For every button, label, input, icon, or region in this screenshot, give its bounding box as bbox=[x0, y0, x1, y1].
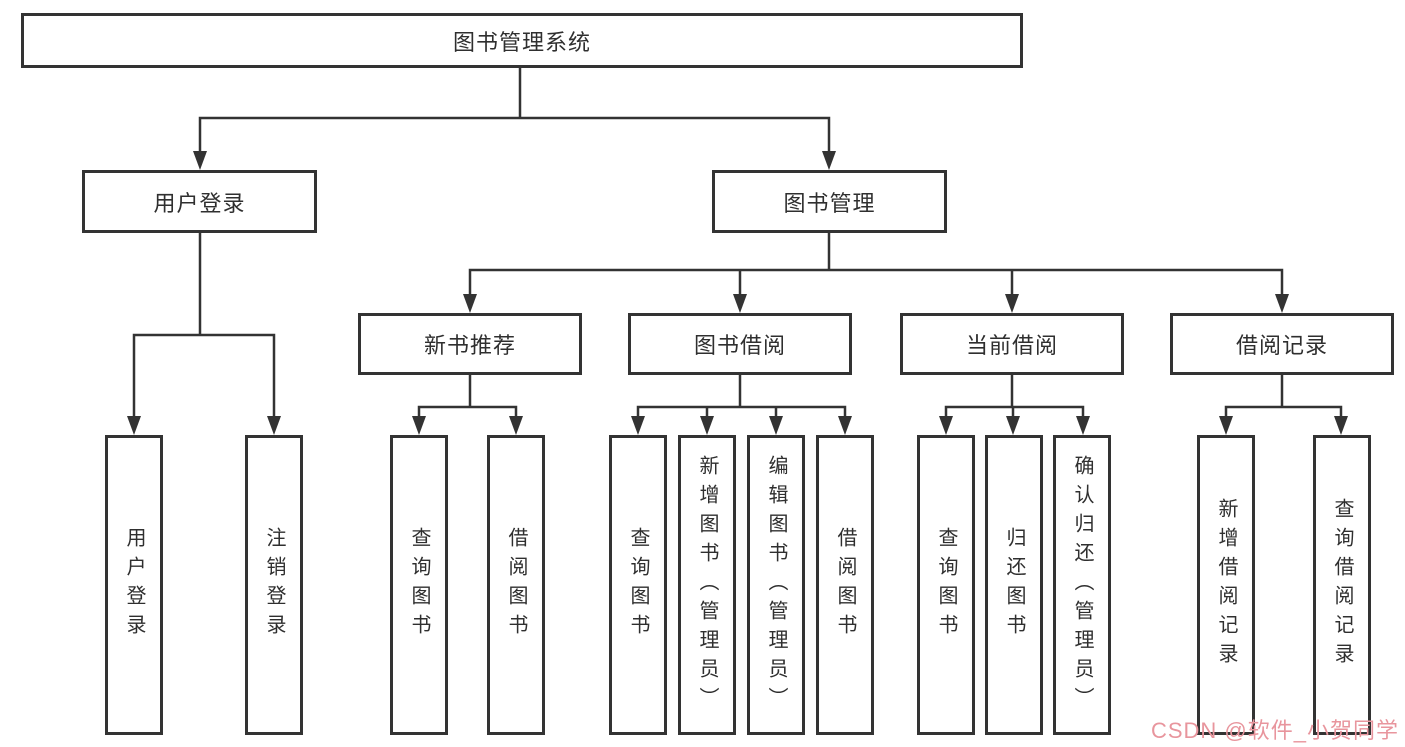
node-book-borrow: 图书借阅 bbox=[628, 313, 852, 375]
leaf-query-book-2: 查询图书 bbox=[609, 435, 667, 735]
connector-user-login-children bbox=[132, 231, 276, 419]
arrowhead-icon bbox=[631, 416, 645, 435]
arrowhead-icon bbox=[822, 151, 836, 170]
leaf-query-book-2-label: 查询图书 bbox=[627, 527, 649, 643]
leaf-borrow-book-2-label: 借阅图书 bbox=[834, 527, 856, 643]
leaf-logout-login-label: 注销登录 bbox=[263, 527, 285, 643]
leaf-return-book: 归还图书 bbox=[985, 435, 1043, 735]
node-user-login-label: 用户登录 bbox=[153, 190, 246, 216]
arrowhead-icon bbox=[1076, 416, 1090, 435]
node-root: 图书管理系统 bbox=[21, 13, 1023, 68]
arrowhead-icon bbox=[733, 294, 747, 313]
leaf-confirm-return-admin-label: 确认归还（管理员） bbox=[1071, 454, 1093, 716]
leaf-edit-book-admin: 编辑图书（管理员） bbox=[747, 435, 805, 735]
arrowhead-icon bbox=[463, 294, 477, 313]
leaf-borrow-book-1-label: 借阅图书 bbox=[505, 527, 527, 643]
node-new-book-recommend: 新书推荐 bbox=[358, 313, 582, 375]
leaf-borrow-book-2: 借阅图书 bbox=[816, 435, 874, 735]
arrowheads bbox=[127, 151, 1348, 435]
arrowhead-icon bbox=[193, 151, 207, 170]
node-book-borrow-label: 图书借阅 bbox=[693, 333, 786, 358]
csdn-watermark: CSDN @软件_小贺同学 bbox=[1150, 718, 1399, 743]
node-root-label: 图书管理系统 bbox=[452, 29, 591, 55]
leaf-confirm-return-admin: 确认归还（管理员） bbox=[1053, 435, 1111, 735]
node-book-management-label: 图书管理 bbox=[783, 190, 876, 216]
arrowhead-icon bbox=[838, 416, 852, 435]
leaf-query-borrow-record-label: 查询借阅记录 bbox=[1331, 498, 1353, 672]
arrowhead-icon bbox=[509, 416, 523, 435]
arrowhead-icon bbox=[1005, 294, 1019, 313]
leaf-query-book-1: 查询图书 bbox=[390, 435, 448, 735]
leaf-add-book-admin-label: 新增图书（管理员） bbox=[696, 454, 718, 716]
arrowhead-icon bbox=[267, 416, 281, 435]
node-current-borrow: 当前借阅 bbox=[900, 313, 1124, 375]
arrowhead-icon bbox=[412, 416, 426, 435]
leaf-borrow-book-1: 借阅图书 bbox=[487, 435, 545, 735]
leaf-logout-login: 注销登录 bbox=[245, 435, 303, 735]
node-borrow-records-label: 借阅记录 bbox=[1235, 333, 1328, 358]
leaf-add-borrow-record: 新增借阅记录 bbox=[1197, 435, 1255, 735]
leaf-query-borrow-record: 查询借阅记录 bbox=[1313, 435, 1371, 735]
arrowhead-icon bbox=[1275, 294, 1289, 313]
arrowhead-icon bbox=[1006, 416, 1020, 435]
leaf-user-login-label: 用户登录 bbox=[123, 527, 145, 643]
leaf-return-book-label: 归还图书 bbox=[1003, 527, 1025, 643]
node-new-book-recommend-label: 新书推荐 bbox=[423, 333, 516, 358]
arrowhead-icon bbox=[127, 416, 141, 435]
connector-new-book-children bbox=[417, 373, 518, 420]
arrowhead-icon bbox=[939, 416, 953, 435]
connector-root-to-level2 bbox=[198, 66, 831, 154]
node-borrow-records: 借阅记录 bbox=[1170, 313, 1394, 375]
leaf-add-borrow-record-label: 新增借阅记录 bbox=[1215, 498, 1237, 672]
arrowhead-icon bbox=[700, 416, 714, 435]
node-current-borrow-label: 当前借阅 bbox=[965, 333, 1058, 358]
leaf-query-book-1-label: 查询图书 bbox=[408, 527, 430, 643]
leaf-query-book-3: 查询图书 bbox=[917, 435, 975, 735]
arrowhead-icon bbox=[1334, 416, 1348, 435]
leaf-query-book-3-label: 查询图书 bbox=[935, 527, 957, 643]
leaf-add-book-admin: 新增图书（管理员） bbox=[678, 435, 736, 735]
connector-book-mgmt-children bbox=[468, 231, 1284, 298]
node-book-management: 图书管理 bbox=[712, 170, 947, 233]
leaf-user-login: 用户登录 bbox=[105, 435, 163, 735]
node-user-login: 用户登录 bbox=[82, 170, 317, 233]
connector-current-borrow-children bbox=[944, 373, 1085, 420]
connector-book-borrow-children bbox=[636, 373, 847, 420]
arrowhead-icon bbox=[769, 416, 783, 435]
arrowhead-icon bbox=[1219, 416, 1233, 435]
leaf-edit-book-admin-label: 编辑图书（管理员） bbox=[765, 454, 787, 716]
connector-borrow-records-children bbox=[1224, 373, 1343, 420]
